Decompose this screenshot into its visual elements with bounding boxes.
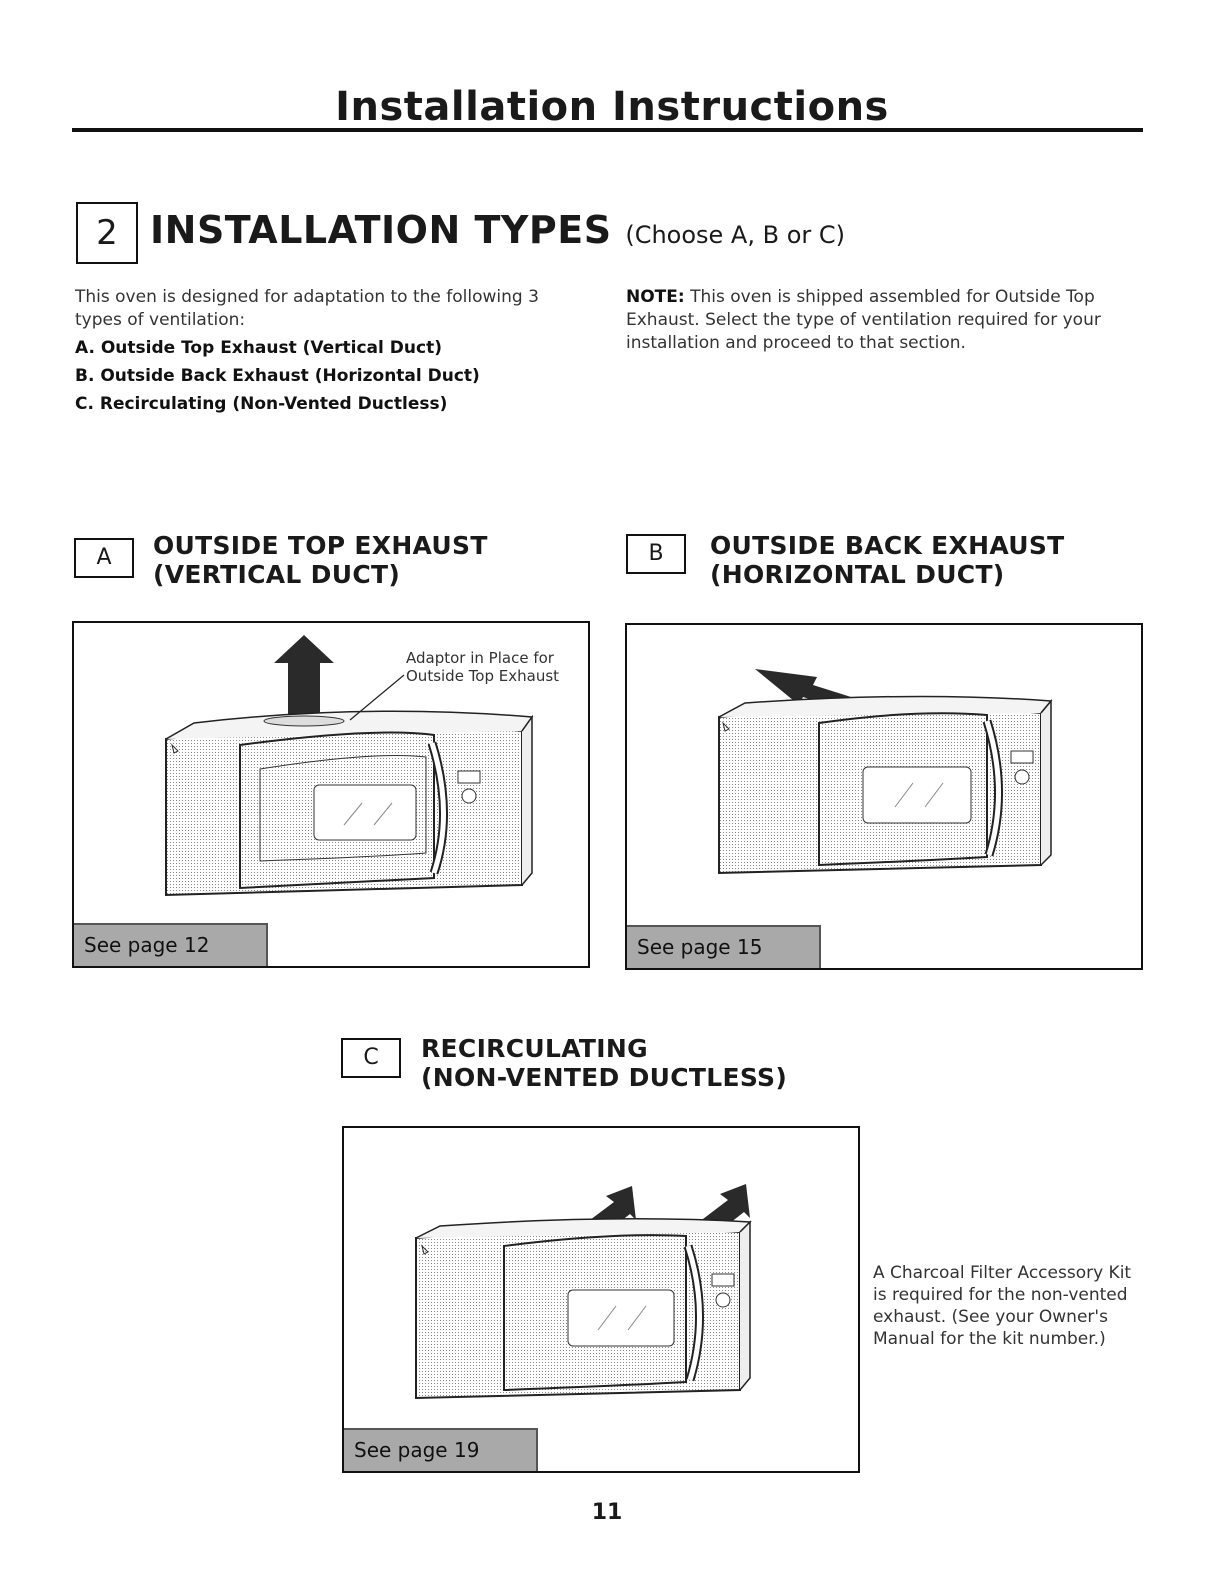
section-c-letter: C — [341, 1038, 401, 1078]
header-rule — [72, 128, 1143, 132]
section-a-title: OUTSIDE TOP EXHAUST (VERTICAL DUCT) — [153, 531, 488, 589]
section-b-panel: See page 15 — [625, 623, 1143, 970]
callout-line1: Adaptor in Place for — [406, 649, 554, 667]
section-b-see-page: See page 15 — [627, 925, 821, 968]
section-c-panel: See page 19 — [342, 1126, 860, 1473]
step-number-box: 2 — [76, 202, 138, 264]
page-title: Installation Instructions — [335, 84, 889, 130]
step-subtitle: (Choose A, B or C) — [625, 221, 845, 249]
section-a-see-page: See page 12 — [74, 923, 268, 966]
microwave-illustration — [415, 1184, 752, 1400]
step-title: INSTALLATION TYPES (Choose A, B or C) — [150, 208, 845, 252]
exhaust-arrow-icon — [274, 635, 334, 723]
section-a-title-line1: OUTSIDE TOP EXHAUST — [153, 531, 488, 560]
charcoal-filter-note: A Charcoal Filter Accessory Kit is requi… — [873, 1263, 1132, 1349]
section-b-title-line1: OUTSIDE BACK EXHAUST — [710, 531, 1065, 560]
intro-block: This oven is designed for adaptation to … — [75, 286, 575, 416]
section-a-letter: A — [74, 538, 134, 578]
note-block: NOTE: This oven is shipped assembled for… — [626, 286, 1126, 355]
section-b-letter: B — [626, 534, 686, 574]
section-c-see-page: See page 19 — [344, 1428, 538, 1471]
option-a: A. Outside Top Exhaust (Vertical Duct) — [75, 338, 442, 358]
option-c: C. Recirculating (Non-Vented Ductless) — [75, 394, 448, 414]
section-c-title-line1: RECIRCULATING — [421, 1034, 648, 1063]
note-label: NOTE: — [626, 287, 685, 307]
section-b-title-line2: (HORIZONTAL DUCT) — [710, 560, 1005, 589]
section-b-title: OUTSIDE BACK EXHAUST (HORIZONTAL DUCT) — [710, 531, 1065, 589]
page-number: 11 — [591, 1500, 623, 1525]
step-title-main: INSTALLATION TYPES — [150, 208, 612, 252]
section-c-title: RECIRCULATING (NON-VENTED DUCTLESS) — [421, 1034, 787, 1092]
section-a-panel: Adaptor in Place for Outside Top Exhaust… — [72, 621, 590, 968]
microwave-illustration — [718, 669, 1053, 875]
option-b: B. Outside Back Exhaust (Horizontal Duct… — [75, 366, 480, 386]
section-c-title-line2: (NON-VENTED DUCTLESS) — [421, 1063, 788, 1092]
microwave-illustration — [165, 635, 534, 897]
note-text: This oven is shipped assembled for Outsi… — [626, 287, 1101, 353]
callout-line2: Outside Top Exhaust — [406, 667, 560, 685]
section-a-callout: Adaptor in Place for Outside Top Exhaust — [406, 649, 559, 685]
intro-text: This oven is designed for adaptation to … — [75, 287, 539, 330]
section-a-title-line2: (VERTICAL DUCT) — [153, 560, 401, 589]
